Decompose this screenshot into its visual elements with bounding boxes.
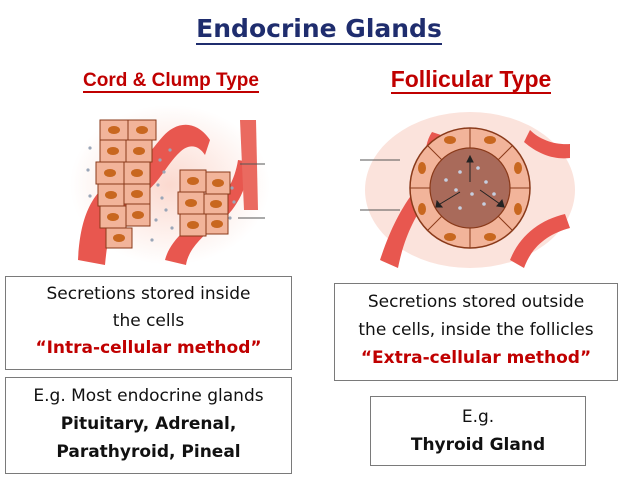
cord-clump-illustration	[70, 105, 270, 265]
extra-description-line-2: the cells, inside the follicles	[358, 320, 594, 340]
intra-method-label: “Intra-cellular method”	[35, 338, 262, 358]
cord-examples-line-2: Parathyroid, Pineal	[56, 442, 241, 462]
extra-description-line-1: Secretions stored outside	[367, 292, 585, 312]
cord-clump-heading: Cord & Clump Type	[83, 70, 259, 93]
page-title: Endocrine Glands	[196, 14, 442, 45]
follicular-examples-box: E.g. Thyroid Gland	[370, 396, 586, 466]
extra-cellular-box: Secretions stored outside the cells, ins…	[334, 283, 618, 381]
follicular-examples-intro: E.g.	[461, 407, 495, 427]
cord-examples-intro: E.g. Most endocrine glands	[33, 386, 264, 406]
follicular-examples-line-1: Thyroid Gland	[410, 435, 546, 455]
intra-description-line-1: Secretions stored inside	[46, 284, 251, 304]
intra-cellular-box: Secretions stored inside the cells “Intr…	[5, 276, 292, 370]
intra-description-line-2: the cells	[112, 311, 185, 331]
follicular-heading: Follicular Type	[390, 66, 552, 94]
cord-examples-line-1: Pituitary, Adrenal,	[60, 414, 237, 434]
follicle-illustration	[360, 112, 575, 268]
extra-method-label: “Extra-cellular method”	[360, 348, 592, 368]
cord-clump-examples-box: E.g. Most endocrine glands Pituitary, Ad…	[5, 377, 292, 474]
